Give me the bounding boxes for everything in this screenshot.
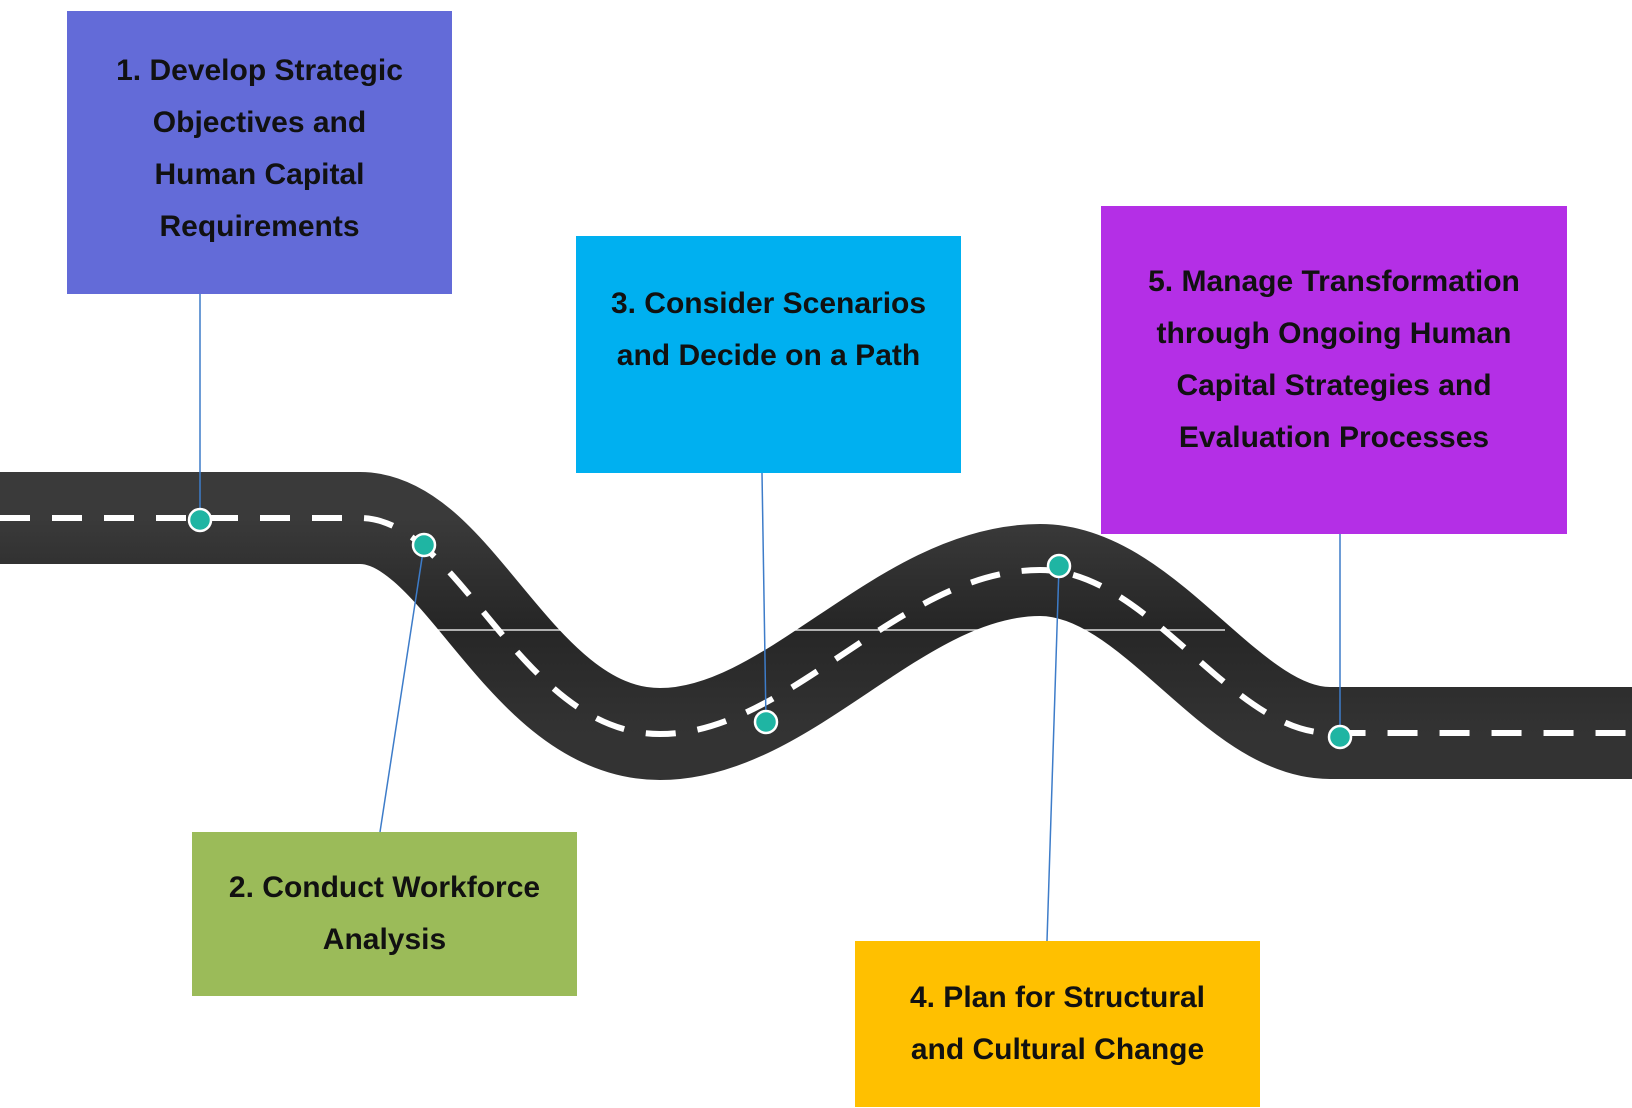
- connector-step-3: [761, 472, 767, 723]
- step-5-box: 5. Manage Transformation through Ongoing…: [1101, 206, 1567, 534]
- step-4-label: 4. Plan for Structural and Cultural Chan…: [909, 981, 1206, 1066]
- road: [0, 472, 1632, 780]
- step-1-box: 1. Develop Strategic Objectives and Huma…: [67, 11, 452, 294]
- milestone-1: [187, 507, 213, 533]
- step-2-label: 2. Conduct Workforce Analysis: [228, 871, 541, 956]
- connector-step-2: [379, 544, 425, 833]
- step-3-label: 3. Consider Scenarios and Decide on a Pa…: [610, 287, 927, 372]
- step-2-box: 2. Conduct Workforce Analysis: [192, 832, 577, 996]
- step-4-box: 4. Plan for Structural and Cultural Chan…: [855, 941, 1260, 1107]
- connector-step-4: [1046, 565, 1060, 942]
- step-5-label: 5. Manage Transformation through Ongoing…: [1148, 265, 1520, 454]
- step-3-box: 3. Consider Scenarios and Decide on a Pa…: [576, 236, 961, 473]
- milestone-4: [1046, 553, 1072, 579]
- milestone-3: [753, 709, 779, 735]
- milestone-5: [1327, 724, 1353, 750]
- milestone-2: [411, 532, 437, 558]
- step-1-label: 1. Develop Strategic Objectives and Huma…: [116, 54, 403, 243]
